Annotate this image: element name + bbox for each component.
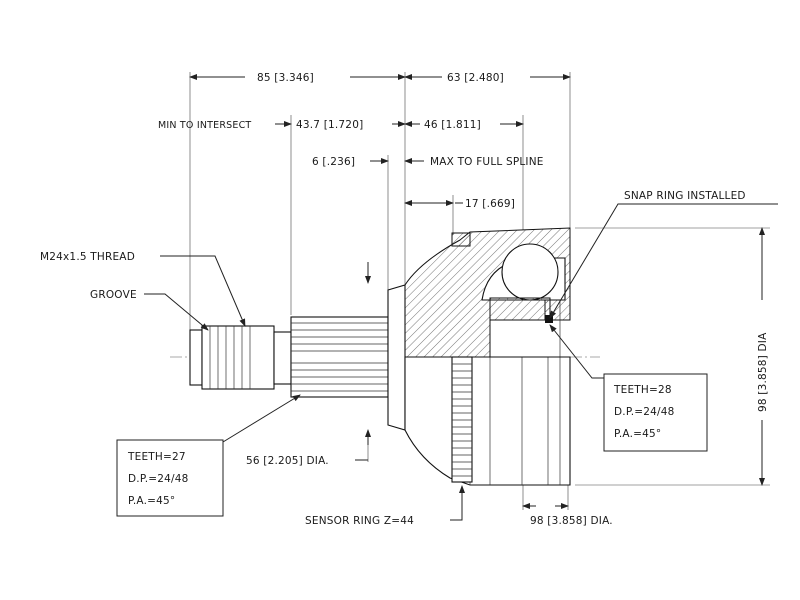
dim-overall-left: 85 [3.346] [257, 72, 314, 84]
dim-max-full-spline: MAX TO FULL SPLINE [430, 156, 544, 168]
callout-groove: GROOVE [90, 289, 137, 301]
dim-outer-dia-bottom: 98 [3.858] DIA. [530, 515, 613, 527]
callout-sensor-ring: SENSOR RING Z=44 [305, 515, 414, 527]
spec-left-teeth: TEETH=27 [127, 451, 186, 463]
dim-min-intersect-label: MIN TO INTERSECT [158, 120, 251, 131]
callout-thread: M24x1.5 THREAD [40, 251, 135, 263]
dim-overall-right: 63 [2.480] [447, 72, 504, 84]
spec-left-pa: P.A.=45° [128, 495, 175, 507]
spec-box-left: TEETH=27 D.P.=24/48 P.A.=45° [116, 439, 224, 517]
spec-right-pa: P.A.=45° [614, 428, 661, 440]
dim-stem-short: 17 [.669] [465, 198, 515, 210]
spec-left-dp: D.P.=24/48 [128, 473, 189, 485]
dim-groove-offset: 6 [.236] [312, 156, 355, 168]
spec-box-right: TEETH=28 D.P.=24/48 P.A.=45° [603, 373, 708, 452]
spec-right-teeth: TEETH=28 [613, 384, 672, 396]
dim-spline-right: 46 [1.811] [424, 119, 481, 131]
dim-outer-dia-vertical: 98 [3.858] DIA [757, 332, 769, 412]
callout-snap-ring: SNAP RING INSTALLED [624, 190, 746, 202]
dim-min-intersect-value: 43.7 [1.720] [296, 119, 363, 131]
dim-shoulder-dia: 56 [2.205] DIA. [246, 455, 329, 467]
spec-right-dp: D.P.=24/48 [614, 406, 675, 418]
cv-joint-body [189, 227, 571, 486]
